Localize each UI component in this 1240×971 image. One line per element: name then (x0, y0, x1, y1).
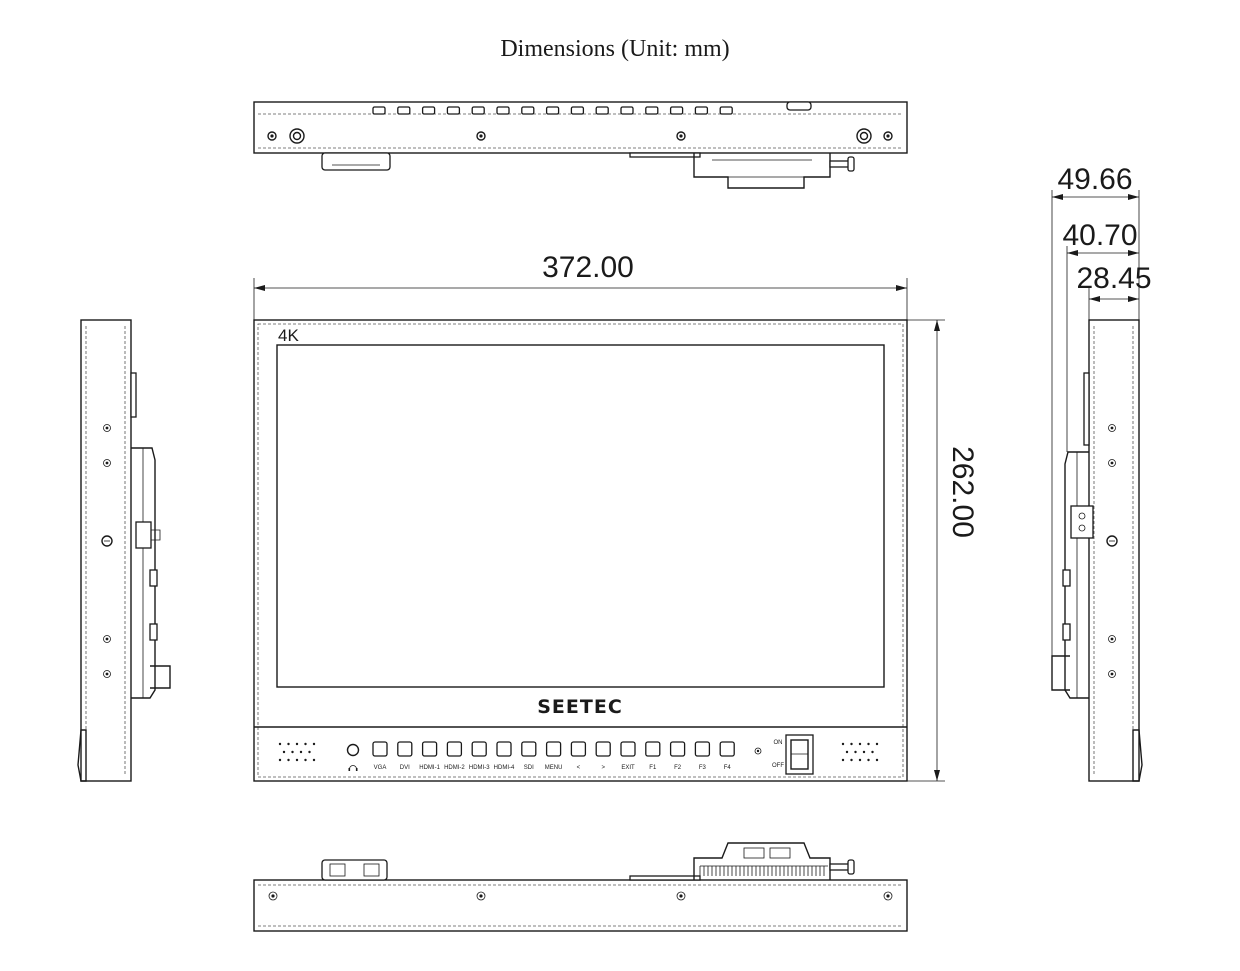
top-key (719, 106, 733, 115)
panel-button-label: HDMI-4 (494, 765, 515, 771)
bottom-view (253, 842, 908, 932)
speaker-grille-icon (841, 742, 879, 762)
panel-button-label: HDMI-2 (444, 765, 465, 771)
panel-button-hdmi-3[interactable]: HDMI-3 (469, 741, 490, 771)
panel-button-label: MENU (545, 765, 563, 771)
panel-button-label: DVI (400, 765, 410, 771)
top-key (620, 106, 634, 115)
height-label: 262.00 (946, 446, 979, 538)
panel-button-f3[interactable]: F3 (694, 741, 711, 771)
panel-button-sdi[interactable]: SDI (521, 741, 537, 771)
right-side-view (1051, 319, 1143, 782)
battery-plate-ribs (699, 866, 825, 876)
power-switch-icon[interactable]: ON OFF (772, 734, 814, 775)
top-key (645, 106, 659, 115)
top-key (545, 106, 560, 115)
panel-button-hdmi-4[interactable]: HDMI-4 (494, 741, 515, 771)
depth-body-label: 28.45 (1076, 262, 1151, 295)
panel-button-vga[interactable]: VGA (372, 741, 388, 771)
panel-button-label: VGA (374, 765, 387, 771)
panel-button-label: F1 (649, 765, 657, 771)
width-dimension: 372.00 (253, 251, 908, 320)
power-on-label: ON (774, 740, 783, 746)
panel-button-label: HDMI-3 (469, 765, 490, 771)
top-key (694, 106, 709, 115)
front-view: 4K SEETEC VGA DVI HDMI-1 HDMI-2 HDMI-3 HDMI-4… (253, 319, 908, 782)
screw-icon (267, 128, 893, 144)
speaker-grille-icon (278, 742, 316, 762)
top-key (372, 106, 386, 115)
left-side-view (77, 319, 171, 782)
top-key (496, 106, 510, 115)
depth-dimensions: 49.66 40.70 28.45 (1051, 163, 1152, 690)
front-button-row: VGA DVI HDMI-1 HDMI-2 HDMI-3 HDMI-4 SDI MENU < > E… (372, 741, 735, 771)
panel-button-label: EXIT (621, 765, 635, 771)
top-key (471, 106, 485, 115)
panel-button-label: F2 (674, 765, 682, 771)
top-key (521, 106, 535, 115)
headphone-icon (346, 743, 360, 771)
panel-button-f2[interactable]: F2 (669, 741, 686, 771)
top-view (253, 101, 908, 189)
panel-button-label: F4 (724, 765, 732, 771)
4k-badge: 4K (278, 326, 299, 345)
panel-button-f4[interactable]: F4 (719, 741, 735, 771)
panel-button-dvi[interactable]: DVI (397, 741, 413, 771)
panel-button-menu[interactable]: MENU (545, 741, 563, 771)
panel-button-exit[interactable]: EXIT (620, 741, 636, 771)
width-label: 372.00 (542, 251, 634, 284)
drawing-title: Dimensions (Unit: mm) (500, 36, 729, 62)
panel-button-label: HDMI-1 (419, 765, 440, 771)
brand-logo: SEETEC (537, 696, 623, 718)
screw-icon (1106, 424, 1118, 678)
top-key (446, 106, 461, 115)
top-key (421, 106, 436, 115)
top-key (595, 106, 609, 115)
screw-icon (268, 891, 893, 901)
height-dimension: 262.00 (907, 319, 979, 782)
top-key-row (372, 106, 733, 115)
panel-button-hdmi-1[interactable]: HDMI-1 (419, 741, 441, 771)
panel-button-label: F3 (699, 765, 707, 771)
power-off-label: OFF (772, 763, 784, 769)
panel-button-label: SDI (524, 765, 534, 771)
panel-button-[interactable]: > (595, 741, 611, 771)
screw-icon (101, 424, 113, 678)
panel-button-[interactable]: < (570, 741, 587, 771)
panel-button-label: > (601, 765, 605, 771)
top-key (669, 106, 684, 115)
depth-mid-label: 40.70 (1062, 219, 1137, 252)
depth-total-label: 49.66 (1057, 163, 1132, 196)
panel-button-hdmi-2[interactable]: HDMI-2 (444, 741, 465, 771)
top-key (570, 106, 585, 115)
panel-button-f1[interactable]: F1 (645, 741, 661, 771)
top-key (397, 106, 411, 115)
panel-button-label: < (577, 765, 581, 771)
